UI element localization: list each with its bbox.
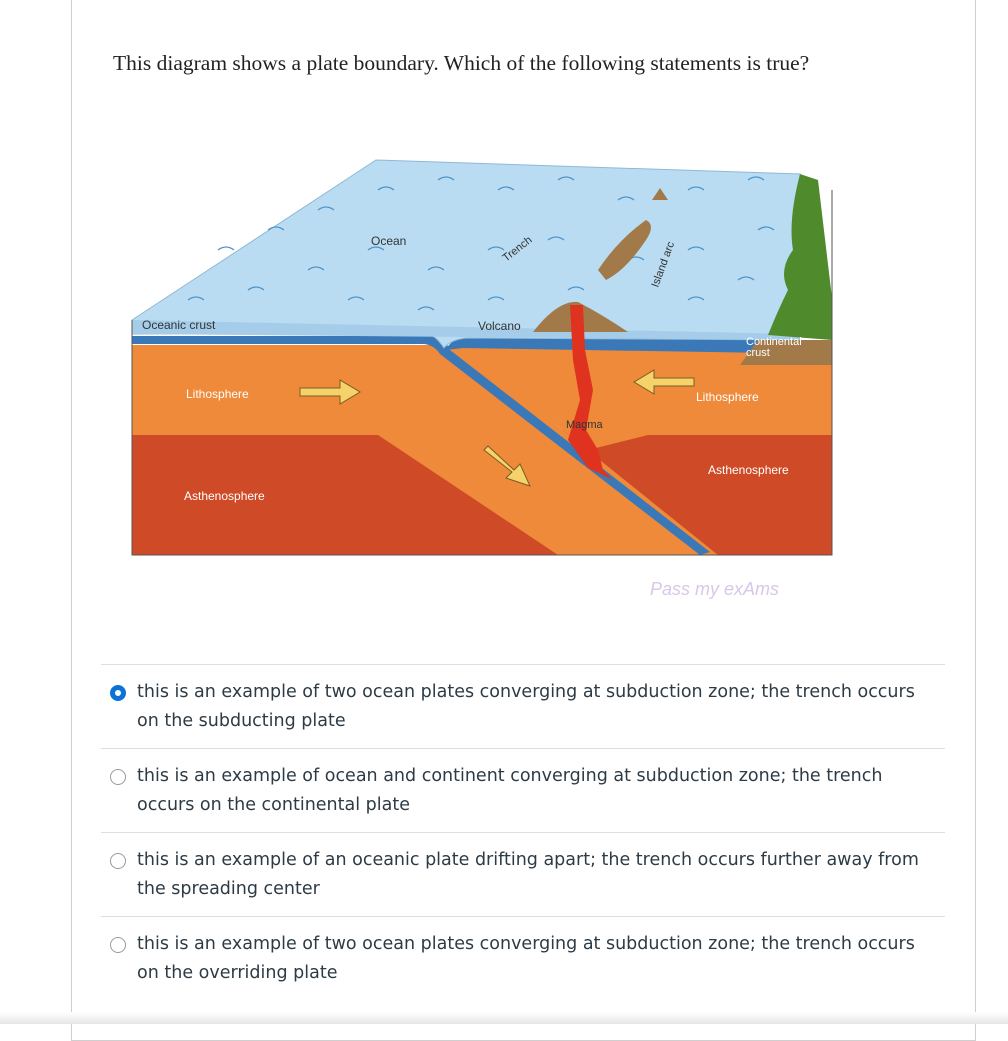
answer-option-text: this is an example of two ocean plates c… [137, 934, 915, 983]
magma-conduit [568, 305, 613, 480]
answer-option-text: this is an example of two ocean plates c… [137, 682, 915, 731]
continental-crust-label-1: Continental [746, 336, 802, 348]
vegetation [768, 174, 832, 340]
continental-crust-label-2: crust [746, 347, 770, 359]
answer-option-4[interactable]: this is an example of two ocean plates c… [101, 916, 945, 1000]
page-bottom-edge [0, 1012, 1008, 1024]
overriding-crust-layer [446, 338, 832, 354]
lithosphere-left-label: Lithosphere [186, 387, 249, 401]
lithosphere-right-region [458, 348, 832, 450]
island-arc-island [598, 220, 651, 280]
lithosphere-right-label: Lithosphere [696, 390, 759, 404]
watermark: Pass my exAms [650, 579, 779, 599]
answer-option-text: this is an example of ocean and continen… [137, 766, 883, 815]
answer-option-text: this is an example of an oceanic plate d… [137, 850, 919, 899]
answer-options: this is an example of two ocean plates c… [101, 664, 945, 1000]
magma-label: Magma [566, 419, 604, 431]
ocean-label: Ocean [371, 234, 406, 248]
radio-button-selected[interactable] [110, 685, 126, 701]
lithosphere-left-region [132, 345, 696, 555]
question-text: This diagram shows a plate boundary. Whi… [113, 51, 810, 75]
ocean-front [132, 320, 800, 340]
diagram-outline [131, 190, 833, 556]
plate-boundary-diagram: Ocean Trench Island arc Oceanic crust Vo… [128, 150, 848, 620]
answer-option-1[interactable]: this is an example of two ocean plates c… [101, 664, 945, 748]
lithosphere-right-arrow [633, 369, 695, 395]
asthenosphere-right-label: Asthenosphere [708, 463, 789, 477]
wave-marks [187, 176, 775, 311]
lithosphere-left-arrow [299, 379, 361, 405]
volcano-label: Volcano [478, 319, 521, 333]
answer-option-3[interactable]: this is an example of an oceanic plate d… [101, 832, 945, 916]
radio-button[interactable] [110, 853, 126, 869]
oceanic-crust-label: Oceanic crust [142, 318, 216, 332]
radio-button[interactable] [110, 769, 126, 785]
subduction-arrow [483, 445, 531, 487]
answer-option-2[interactable]: this is an example of ocean and continen… [101, 748, 945, 832]
asthenosphere-left-label: Asthenosphere [184, 489, 265, 503]
continental-block [740, 340, 832, 365]
radio-button[interactable] [110, 937, 126, 953]
island-small [652, 188, 668, 200]
